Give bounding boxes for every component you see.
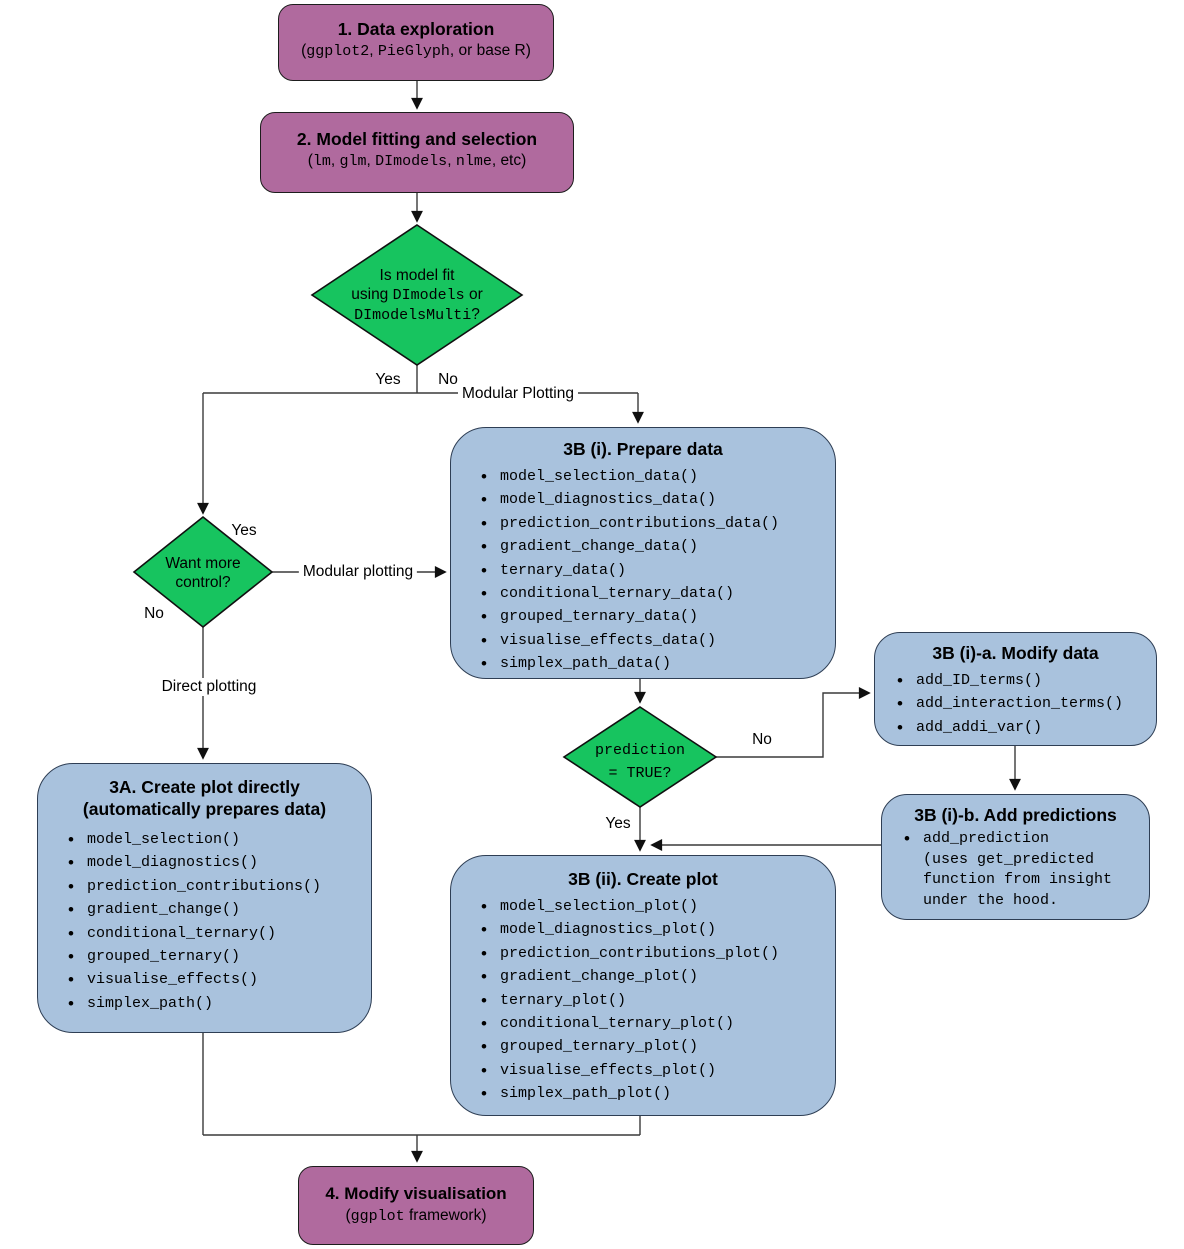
function-list-item: visualise_effects_plot() <box>481 1059 829 1083</box>
function-list-item: model_selection() <box>68 828 365 852</box>
add-predictions-title: 3B (i)-b. Add predictions <box>914 805 1117 825</box>
step3bii-title: 3B (ii). Create plot <box>568 869 718 889</box>
diamond-prediction-true <box>562 706 718 808</box>
function-list-item: gradient_change() <box>68 898 365 922</box>
diamond1-line3: DImodelsMulti? <box>354 306 480 324</box>
function-list-item: model_diagnostics() <box>68 851 365 875</box>
label-modular-plotting-2: Modular plotting <box>298 563 418 581</box>
diamond2-line1: Want more <box>165 555 241 572</box>
label-modular-plotting-1: Modular Plotting <box>457 385 579 403</box>
step3a-function-list: model_selection()model_diagnostics()pred… <box>38 828 371 1016</box>
function-list-item: grouped_ternary() <box>68 945 365 969</box>
function-list-item: simplex_path() <box>68 992 365 1016</box>
step3bii-function-list: model_selection_plot()model_diagnostics_… <box>451 895 835 1106</box>
function-list-item: prediction_contributions() <box>68 875 365 899</box>
function-list-item: gradient_change_data() <box>481 535 829 559</box>
step2-title: 2. Model fitting and selection <box>296 129 538 149</box>
function-list-item: visualise_effects_data() <box>481 629 829 653</box>
function-list-item: prediction_contributions_plot() <box>481 942 829 966</box>
diamond3-line1: prediction <box>594 742 685 759</box>
function-list-item: model_selection_data() <box>481 465 829 489</box>
step1-title: 1. Data exploration <box>337 19 495 39</box>
step2-box: 2. Model fitting and selection (lm, glm,… <box>260 112 574 193</box>
step1-box: 1. Data exploration (ggplot2, PieGlyph, … <box>278 4 554 81</box>
modify-data-box: 3B (i)-a. Modify data add_ID_terms()add_… <box>874 632 1157 746</box>
diamond1-text: Is model fit using DImodels or DImodelsM… <box>307 266 527 325</box>
function-list-item: grouped_ternary_data() <box>481 605 829 629</box>
function-list-item: model_selection_plot() <box>481 895 829 919</box>
label-no-1: No <box>438 371 458 388</box>
step3bii-box: 3B (ii). Create plot model_selection_plo… <box>450 855 836 1116</box>
function-list-item: add_ID_terms() <box>897 669 1150 693</box>
function-list-item: model_diagnostics_plot() <box>481 918 829 942</box>
label-direct-plotting: Direct plotting <box>157 678 261 696</box>
diamond2-line2: control? <box>175 574 231 591</box>
diamond2-text: Want more control? <box>133 554 273 592</box>
function-list-item: conditional_ternary() <box>68 922 365 946</box>
diamond-is-dimodels <box>310 224 524 366</box>
step4-title: 4. Modify visualisation <box>325 1184 507 1203</box>
modify-data-title: 3B (i)-a. Modify data <box>932 643 1099 663</box>
add-predictions-content: add_prediction(uses get_predictedfunctio… <box>904 829 1143 911</box>
label-yes-2: Yes <box>231 522 257 539</box>
step4-subtitle: (ggplot framework) <box>345 1207 487 1225</box>
function-list-item: conditional_ternary_data() <box>481 582 829 606</box>
function-list-item: conditional_ternary_plot() <box>481 1012 829 1036</box>
function-list-item: ternary_data() <box>481 559 829 583</box>
label-yes-1: Yes <box>375 371 401 388</box>
diamond-want-more-control <box>132 515 274 629</box>
step3bi-title: 3B (i). Prepare data <box>563 439 723 459</box>
step1-subtitle: (ggplot2, PieGlyph, or base R) <box>301 42 531 60</box>
function-list-item: ternary_plot() <box>481 989 829 1013</box>
arrow-diamond3-modify-data <box>716 687 871 758</box>
function-list-item: gradient_change_plot() <box>481 965 829 989</box>
diamond3-text: prediction = TRUE? <box>565 739 715 785</box>
function-list-item: simplex_path_data() <box>481 652 829 676</box>
step2-subtitle: (lm, glm, DImodels, nlme, etc) <box>307 152 527 170</box>
step3a-box: 3A. Create plot directly (automatically … <box>37 763 372 1033</box>
diamond1-line2: using DImodels or <box>351 286 483 304</box>
function-list-item: simplex_path_plot() <box>481 1082 829 1106</box>
modify-data-function-list: add_ID_terms()add_interaction_terms()add… <box>875 669 1156 740</box>
label-yes-3: Yes <box>605 815 631 832</box>
step3a-title-line2: (automatically prepares data) <box>82 799 327 819</box>
label-no-2: No <box>144 605 164 622</box>
function-list-item: grouped_ternary_plot() <box>481 1035 829 1059</box>
function-list-item: add_addi_var() <box>897 716 1150 740</box>
step3bi-function-list: model_selection_data()model_diagnostics_… <box>451 465 835 676</box>
step3a-title-line1: 3A. Create plot directly <box>109 777 300 797</box>
line-merge-rail <box>202 1032 641 1136</box>
step4-box: 4. Modify visualisation (ggplot framewor… <box>298 1166 534 1245</box>
diamond1-line1: Is model fit <box>379 267 455 284</box>
label-no-3: No <box>752 731 772 748</box>
function-list-item: visualise_effects() <box>68 968 365 992</box>
function-list-item: add_interaction_terms() <box>897 692 1150 716</box>
function-list-item: model_diagnostics_data() <box>481 488 829 512</box>
function-list-item: prediction_contributions_data() <box>481 512 829 536</box>
diamond3-line2: = TRUE? <box>608 765 672 782</box>
step3bi-box: 3B (i). Prepare data model_selection_dat… <box>450 427 836 679</box>
add-predictions-box: 3B (i)-b. Add predictions add_prediction… <box>881 794 1150 920</box>
